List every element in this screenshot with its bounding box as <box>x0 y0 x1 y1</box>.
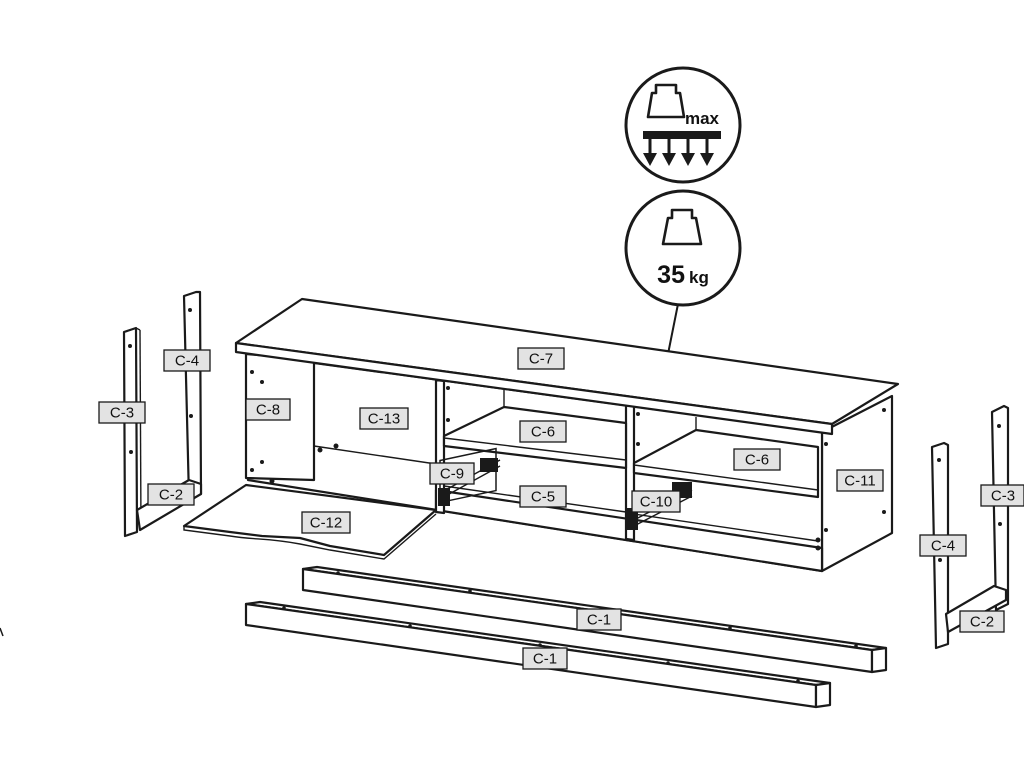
label-c4-left: C-4 <box>163 349 211 372</box>
top-panel-edge <box>234 341 834 436</box>
label-c4-right: C-4 <box>919 534 967 557</box>
svg-text:C-3: C-3 <box>991 488 1015 505</box>
label-c7: C-7 <box>517 347 565 370</box>
svg-text:C-6: C-6 <box>531 424 555 441</box>
max-load-badge: max <box>624 66 742 184</box>
label-c5: C-5 <box>519 485 567 508</box>
label-c13: C-13 <box>359 407 409 430</box>
svg-text:C-3: C-3 <box>110 405 134 422</box>
svg-text:C-7: C-7 <box>529 351 553 368</box>
edge-mark <box>0 627 4 637</box>
svg-text:C-9: C-9 <box>440 466 464 483</box>
load-arrows-icon <box>643 131 721 166</box>
leg-c3-left <box>122 326 139 538</box>
weight-value: 35 <box>657 261 685 289</box>
svg-text:C-13: C-13 <box>368 411 401 428</box>
label-c10: C-10 <box>631 490 681 513</box>
label-c6-left: C-6 <box>519 420 567 443</box>
svg-text:C-1: C-1 <box>587 612 611 629</box>
svg-text:C-8: C-8 <box>256 402 280 419</box>
svg-text:C-12: C-12 <box>310 515 343 532</box>
svg-text:C-4: C-4 <box>175 353 199 370</box>
label-c12: C-12 <box>301 511 351 534</box>
label-c3-left: C-3 <box>98 401 146 424</box>
svg-text:C-6: C-6 <box>745 452 769 469</box>
leg-c3-right <box>990 404 1010 612</box>
shelf-right <box>632 428 820 499</box>
label-c11: C-11 <box>836 469 884 492</box>
label-c6-right: C-6 <box>733 448 781 471</box>
max-label: max <box>685 109 720 128</box>
label-c8: C-8 <box>245 398 291 421</box>
label-c1-back: C-1 <box>576 608 622 631</box>
label-c2-left: C-2 <box>147 483 195 506</box>
svg-text:C-2: C-2 <box>970 614 994 631</box>
cabinet <box>234 297 900 573</box>
weight-unit: kg <box>689 268 709 287</box>
label-c9: C-9 <box>429 462 475 485</box>
svg-text:C-11: C-11 <box>844 473 875 490</box>
weight-icon <box>646 83 686 119</box>
svg-text:C-1: C-1 <box>533 651 557 668</box>
label-c2-right: C-2 <box>959 610 1005 633</box>
leg-c4-left <box>182 290 203 500</box>
svg-text:C-10: C-10 <box>640 494 673 511</box>
svg-text:C-5: C-5 <box>531 489 555 506</box>
weight-icon <box>661 208 703 246</box>
svg-text:C-2: C-2 <box>159 487 183 504</box>
label-c3-right: C-3 <box>980 484 1024 507</box>
label-c1-front: C-1 <box>522 647 568 670</box>
svg-text:C-4: C-4 <box>931 538 955 555</box>
